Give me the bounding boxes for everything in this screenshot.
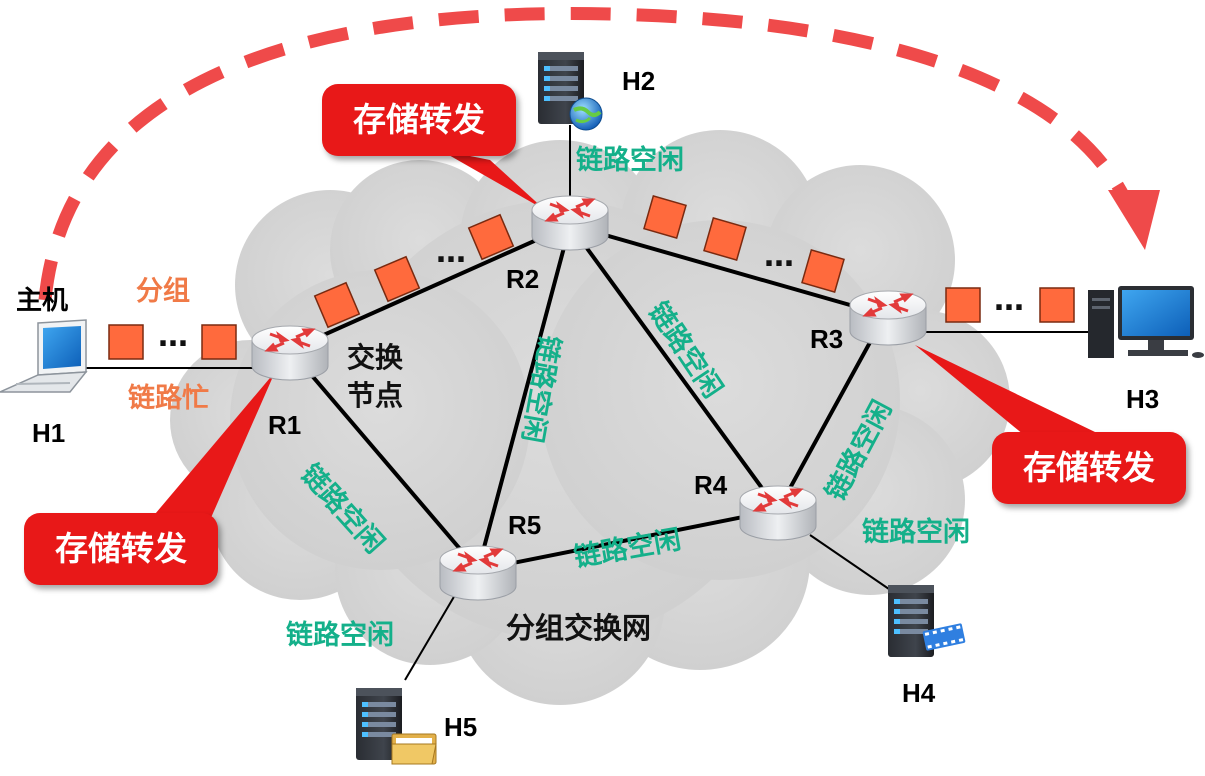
network-links xyxy=(288,223,887,572)
r5-label: R5 xyxy=(508,510,542,540)
r3-label: R3 xyxy=(810,324,844,354)
video-server-icon xyxy=(888,585,966,657)
forwarding-path-arc xyxy=(38,7,1136,301)
node-caption-line2: 节点 xyxy=(347,379,404,412)
arc-arrowhead xyxy=(1108,190,1160,250)
desktop-computer-icon xyxy=(1088,286,1204,358)
node-caption-line1: 交换 xyxy=(347,341,404,374)
packet-caption: 分组 xyxy=(136,276,190,307)
packet xyxy=(467,213,515,261)
h4-label: H4 xyxy=(902,678,936,708)
ellipsis-r3-h3: … xyxy=(994,283,1024,318)
network-caption: 分组交换网 xyxy=(506,611,652,645)
idle-label-h4: 链路空闲 xyxy=(862,517,970,548)
packet xyxy=(643,195,687,239)
r4-label: R4 xyxy=(694,470,728,500)
router-r4 xyxy=(738,484,818,542)
packet xyxy=(313,281,361,329)
packet xyxy=(801,249,845,293)
idle-label-h2: 链路空闲 xyxy=(576,145,684,176)
network-cloud xyxy=(170,130,1010,705)
link-r1-r5 xyxy=(288,348,480,572)
ellipsis-h1: … xyxy=(158,319,188,354)
file-server-icon xyxy=(356,688,437,765)
link-r1-r2 xyxy=(289,223,571,352)
callout-tail-r3 xyxy=(915,345,1095,440)
packets xyxy=(108,195,1075,360)
laptop-icon xyxy=(0,319,88,393)
link-r3-r4 xyxy=(776,314,887,511)
web-server-icon xyxy=(538,52,603,131)
packet xyxy=(108,324,144,360)
router-r1 xyxy=(250,324,330,382)
packet xyxy=(945,287,981,323)
callout-store-forward-r3: 存储转发 xyxy=(992,432,1186,504)
h3-label: H3 xyxy=(1126,384,1160,414)
link-r5-h5 xyxy=(404,594,456,681)
link-r2-r4 xyxy=(568,223,780,512)
idle-label-h5: 链路空闲 xyxy=(286,620,394,651)
r2-label: R2 xyxy=(506,264,540,294)
host-caption: 主机 xyxy=(16,285,69,315)
packet xyxy=(373,255,421,303)
h5-label: H5 xyxy=(444,712,478,742)
router-r5 xyxy=(438,544,518,602)
h1-label: H1 xyxy=(32,418,66,448)
link-r2-r3 xyxy=(569,223,886,317)
link-r5-r4 xyxy=(477,508,779,572)
packet xyxy=(703,217,747,261)
h2-label: H2 xyxy=(622,66,656,96)
callout-store-forward-r1: 存储转发 xyxy=(24,513,218,585)
packet xyxy=(1039,287,1075,323)
router-r2 xyxy=(530,194,610,252)
link-busy-label: 链路忙 xyxy=(128,383,209,414)
callout-store-forward-r2: 存储转发 xyxy=(322,84,516,156)
ellipsis-r1-r2: … xyxy=(436,235,466,270)
ellipsis-r2-r3: … xyxy=(764,239,794,274)
r1-label: R1 xyxy=(268,410,302,440)
router-r3 xyxy=(848,289,928,347)
link-r2-r5 xyxy=(476,224,572,571)
callout-tail-r1 xyxy=(150,372,275,520)
packet xyxy=(201,324,237,360)
callout-tail-r2 xyxy=(440,150,545,210)
